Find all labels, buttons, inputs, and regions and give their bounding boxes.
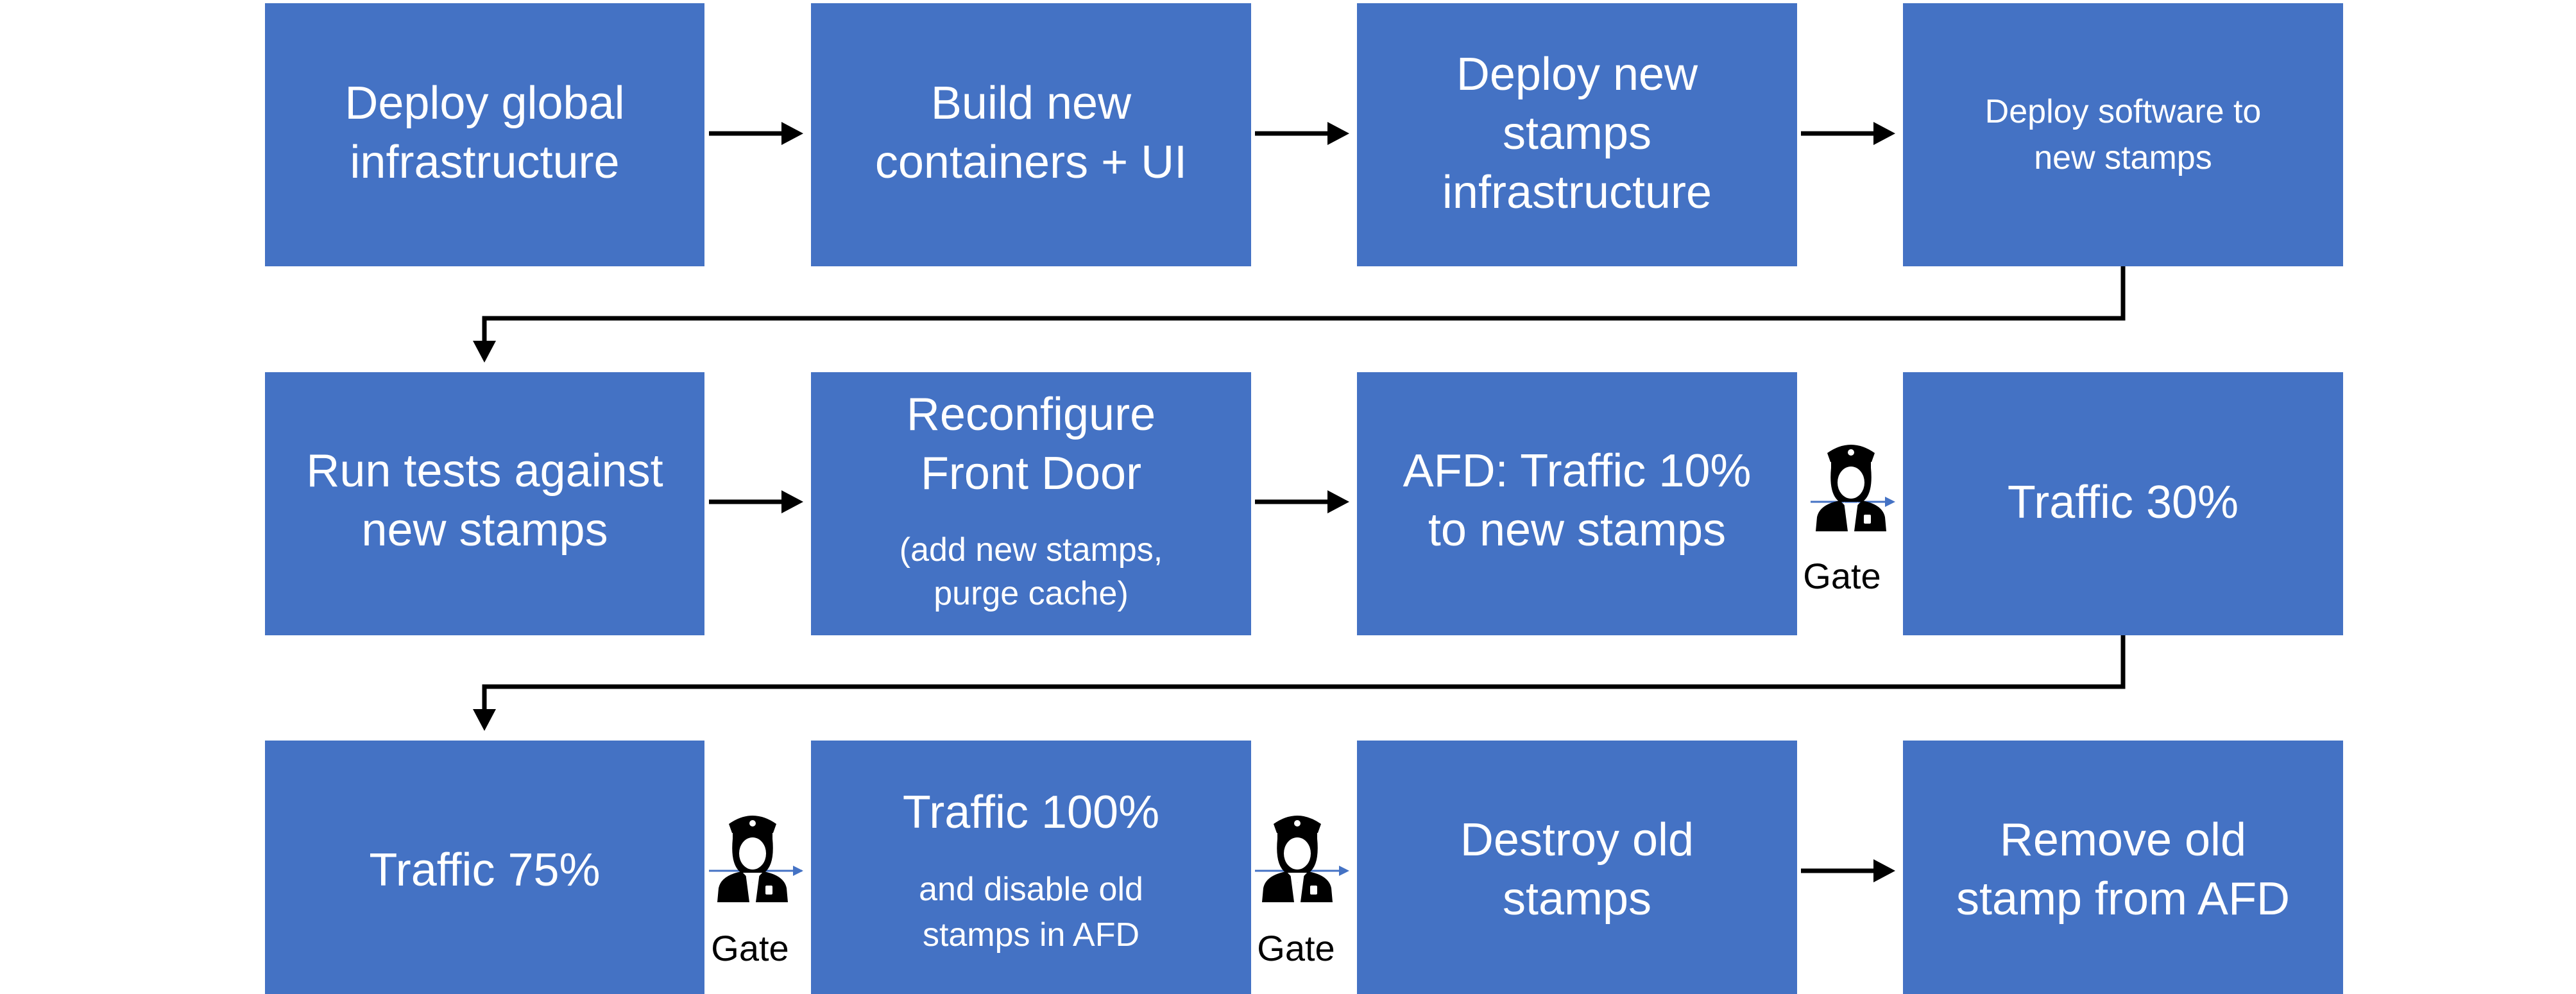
step-box-traffic-75: Traffic 75%: [265, 741, 704, 994]
gate-label: Gate: [1257, 928, 1335, 968]
step-box-afd-traffic-10: AFD: Traffic 10% to new stamps: [1357, 372, 1797, 635]
gate-approval-3: Gate: [1255, 816, 1349, 968]
step-line: stamp from AFD: [1956, 873, 2290, 925]
step-box-traffic-100: Traffic 100% and disable old stamps in A…: [811, 741, 1251, 994]
step-subline: purge cache): [934, 575, 1129, 612]
step-subline: and disable old: [919, 871, 1143, 908]
step-line: Deploy global: [345, 78, 624, 129]
step-line: Remove old: [2000, 814, 2246, 866]
elbow-connector-row1-row2: [473, 266, 2126, 363]
step-subline: (add new stamps,: [900, 531, 1163, 569]
step-line: infrastructure: [350, 137, 619, 188]
step-box-deploy-new-stamps-infrastructure: Deploy new stamps infrastructure: [1357, 3, 1797, 266]
elbow-connector-row2-row3: [473, 635, 2126, 731]
police-officer-icon: [717, 816, 788, 902]
gate-approval-2: Gate: [709, 816, 803, 968]
step-line: containers + UI: [875, 137, 1187, 188]
step-line: Deploy software to: [1985, 93, 2262, 130]
gate-approval-1: Gate: [1803, 445, 1895, 596]
step-line: Destroy old: [1460, 814, 1694, 866]
arrow-right: [709, 122, 803, 145]
police-officer-icon: [1262, 816, 1333, 902]
gate-label: Gate: [1803, 556, 1881, 596]
step-line: AFD: Traffic 10%: [1403, 445, 1752, 497]
step-line: stamps: [1503, 108, 1651, 159]
step-line: stamps: [1503, 873, 1651, 925]
step-line: Front Door: [921, 448, 1141, 499]
step-box-build-new-containers: Build new containers + UI: [811, 3, 1251, 266]
arrow-right: [1801, 122, 1895, 145]
step-line: to new stamps: [1428, 504, 1726, 556]
step-box-reconfigure-front-door: Reconfigure Front Door (add new stamps, …: [811, 372, 1251, 635]
arrow-right: [709, 490, 803, 513]
step-line: Run tests against: [306, 445, 663, 497]
step-line: Traffic 75%: [369, 844, 600, 896]
arrow-right: [1255, 490, 1349, 513]
step-box-traffic-30: Traffic 30%: [1903, 372, 2343, 635]
police-officer-icon: [1816, 445, 1886, 531]
arrow-right: [1255, 122, 1349, 145]
step-line: new stamps: [361, 504, 608, 556]
step-line: infrastructure: [1442, 167, 1712, 218]
step-box-deploy-global-infrastructure: Deploy global infrastructure: [265, 3, 704, 266]
step-box-remove-old-stamp: Remove old stamp from AFD: [1903, 741, 2343, 994]
step-line: Reconfigure: [907, 389, 1156, 440]
step-line: Build new: [931, 78, 1132, 129]
step-box-destroy-old-stamps: Destroy old stamps: [1357, 741, 1797, 994]
arrow-right: [1801, 859, 1895, 882]
gate-label: Gate: [711, 928, 789, 968]
step-line: Traffic 100%: [903, 787, 1159, 838]
step-box-deploy-software: Deploy software to new stamps: [1903, 3, 2343, 266]
step-line: Deploy new: [1456, 49, 1698, 100]
step-subline: stamps in AFD: [923, 916, 1139, 954]
step-line: Traffic 30%: [2008, 477, 2239, 528]
step-box-run-tests: Run tests against new stamps: [265, 372, 704, 635]
step-line: new stamps: [2034, 139, 2212, 176]
